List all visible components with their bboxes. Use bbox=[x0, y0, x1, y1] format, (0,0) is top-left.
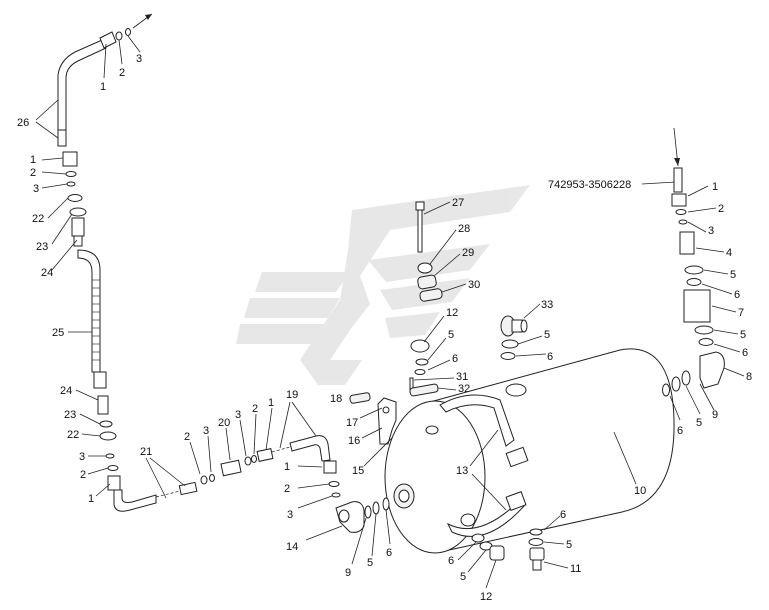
label-2: 2 bbox=[184, 431, 190, 443]
part-number-label: 742953-3506228 bbox=[548, 179, 631, 191]
label-5: 5 bbox=[740, 329, 746, 341]
label-1: 1 bbox=[268, 397, 274, 409]
label-2: 2 bbox=[718, 203, 724, 215]
label-8: 8 bbox=[746, 371, 752, 383]
label-2: 2 bbox=[284, 483, 290, 495]
label-2: 2 bbox=[252, 403, 258, 415]
pipe-21-19-assembly bbox=[155, 435, 341, 498]
elbow-fitting-14 bbox=[335, 497, 390, 533]
label-5: 5 bbox=[566, 539, 572, 551]
label-16: 16 bbox=[348, 435, 360, 447]
label-5: 5 bbox=[367, 557, 373, 569]
label-20: 20 bbox=[218, 417, 230, 429]
label-12: 12 bbox=[446, 307, 458, 319]
label-3: 3 bbox=[287, 509, 293, 521]
label-23: 23 bbox=[64, 409, 76, 421]
label-9: 9 bbox=[345, 567, 351, 579]
label-25: 25 bbox=[52, 327, 64, 339]
bracket-16 bbox=[377, 397, 397, 445]
label-5: 5 bbox=[696, 417, 702, 429]
label-18: 18 bbox=[330, 393, 342, 405]
label-17: 17 bbox=[346, 417, 358, 429]
label-1: 1 bbox=[712, 181, 718, 193]
label-13: 13 bbox=[456, 465, 468, 477]
label-23: 23 bbox=[36, 241, 48, 253]
label-1: 1 bbox=[100, 81, 106, 93]
label-3: 3 bbox=[235, 409, 241, 421]
label-1: 1 bbox=[284, 461, 290, 473]
label-26: 26 bbox=[17, 117, 29, 129]
label-5: 5 bbox=[448, 329, 454, 341]
bottom-fittings-11 bbox=[528, 528, 545, 571]
label-12: 12 bbox=[480, 591, 492, 603]
air-tank-10 bbox=[384, 348, 675, 554]
label-3: 3 bbox=[708, 225, 714, 237]
label-24: 24 bbox=[41, 267, 53, 279]
left-fittings-stack bbox=[62, 151, 157, 512]
label-29: 29 bbox=[462, 247, 474, 259]
pipe-26-assembly bbox=[57, 13, 153, 147]
label-5: 5 bbox=[460, 571, 466, 583]
valve-33 bbox=[500, 315, 528, 360]
label-28: 28 bbox=[458, 223, 470, 235]
label-27: 27 bbox=[452, 197, 464, 209]
label-11: 11 bbox=[570, 563, 581, 575]
left-leader-lines bbox=[41, 157, 111, 497]
right-fittings-stack bbox=[662, 127, 725, 397]
label-1: 1 bbox=[30, 154, 36, 166]
label-22: 22 bbox=[32, 213, 44, 225]
label-5: 5 bbox=[730, 269, 736, 281]
label-4: 4 bbox=[726, 247, 732, 259]
bolt-set-27-32 bbox=[349, 201, 443, 404]
label-3: 3 bbox=[136, 53, 142, 65]
bottom-fittings-12 bbox=[471, 533, 505, 561]
label-1: 1 bbox=[88, 493, 94, 505]
label-7: 7 bbox=[738, 307, 744, 319]
label-19: 19 bbox=[286, 389, 298, 401]
label-33: 33 bbox=[541, 299, 553, 311]
label-6: 6 bbox=[448, 555, 454, 567]
label-6: 6 bbox=[677, 425, 683, 437]
label-3: 3 bbox=[33, 183, 39, 195]
label-6: 6 bbox=[452, 353, 458, 365]
label-21: 21 bbox=[140, 446, 152, 458]
label-2: 2 bbox=[80, 469, 86, 481]
label-10: 10 bbox=[634, 485, 646, 497]
label-31: 31 bbox=[456, 371, 468, 383]
label-6: 6 bbox=[547, 351, 553, 363]
label-6: 6 bbox=[560, 509, 566, 521]
label-2: 2 bbox=[119, 67, 125, 79]
watermark-logo bbox=[236, 185, 530, 385]
label-2: 2 bbox=[30, 167, 36, 179]
label-24: 24 bbox=[60, 385, 72, 397]
label-6: 6 bbox=[386, 547, 392, 559]
label-3: 3 bbox=[79, 451, 85, 463]
label-14: 14 bbox=[286, 541, 298, 553]
label-6: 6 bbox=[742, 347, 748, 359]
label-15: 15 bbox=[352, 465, 364, 477]
label-3: 3 bbox=[203, 425, 209, 437]
label-9: 9 bbox=[712, 409, 718, 421]
label-6: 6 bbox=[734, 289, 740, 301]
label-5: 5 bbox=[544, 329, 550, 341]
label-30: 30 bbox=[468, 279, 480, 291]
label-22: 22 bbox=[67, 429, 79, 441]
